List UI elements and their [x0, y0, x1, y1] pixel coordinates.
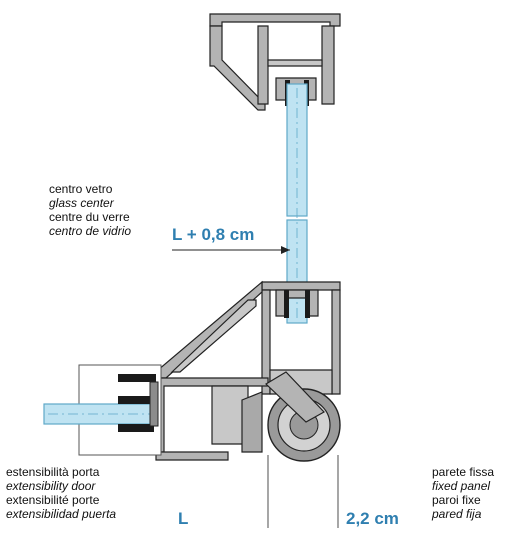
fixed-panel-en: fixed panel: [432, 479, 491, 493]
glass-center-it: centro vetro: [49, 182, 113, 196]
door-clamp: [118, 374, 159, 432]
door-profile: [155, 377, 269, 461]
diagonal-hinge-frame: [157, 280, 263, 379]
fixed-panel-label: parete fissa fixed panel paroi fixe pare…: [432, 465, 494, 521]
door-dimension-label: L: [178, 509, 189, 528]
offset-dimension-arrow: [172, 246, 290, 254]
reference-lines: [267, 455, 339, 528]
bottom-gasket: [284, 290, 310, 318]
door-glass-panel: [43, 364, 162, 456]
door-ext-es: extensibilidad puerta: [6, 507, 117, 521]
glass-center-label: centro vetro glass center centre du verr…: [49, 182, 131, 238]
glass-center-fr: centre du verre: [49, 210, 130, 224]
door-ext-en: extensibility door: [6, 479, 96, 493]
top-profile: [209, 13, 341, 111]
glass-center-en: glass center: [49, 196, 114, 210]
fixed-panel-fr: paroi fixe: [432, 493, 481, 507]
door-extensibility-label: estensibilità porta extensibility door e…: [6, 465, 116, 521]
fixed-panel-it: parete fissa: [432, 465, 495, 479]
door-ext-it: estensibilità porta: [6, 465, 100, 479]
hinge-pivot: [265, 371, 341, 462]
glass-center-es: centro de vidrio: [49, 224, 132, 238]
fixed-dimension-label: 2,2 cm: [346, 509, 399, 528]
door-ext-fr: extensibilité porte: [6, 493, 100, 507]
fixed-panel-es: pared fija: [432, 507, 482, 521]
offset-dimension-label: L + 0,8 cm: [172, 225, 255, 244]
